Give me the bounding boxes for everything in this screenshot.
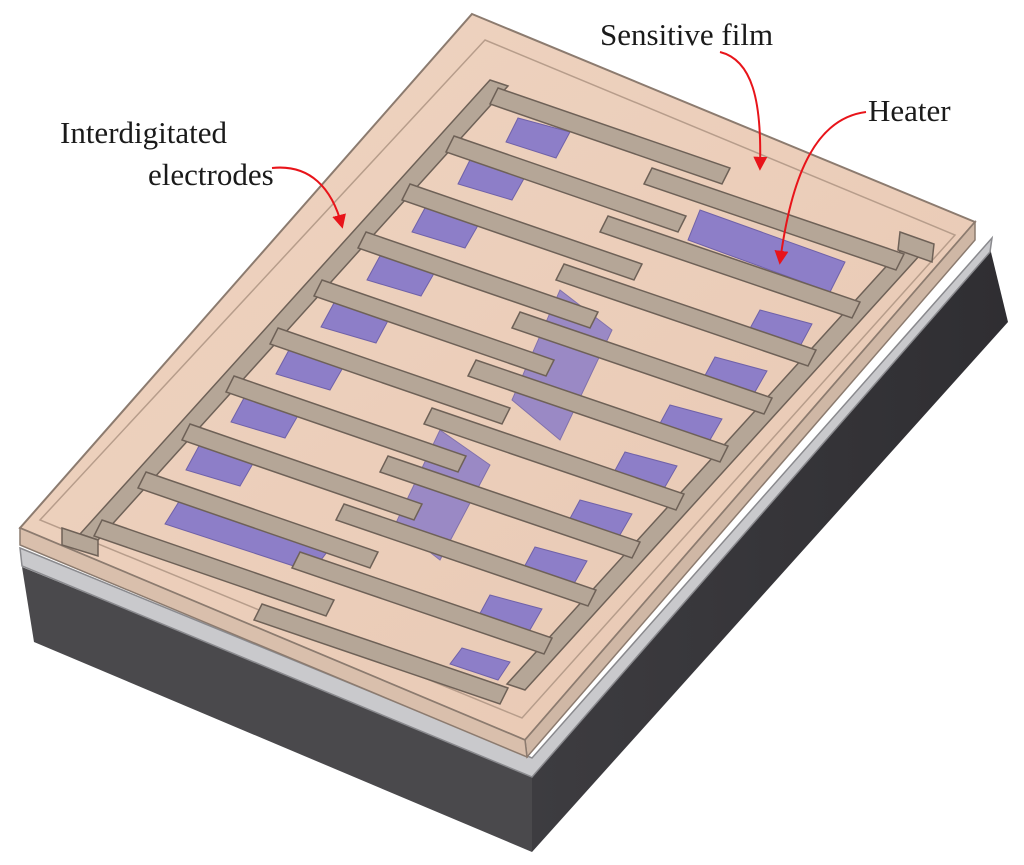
arrow-sensitive-film — [719, 51, 768, 171]
electrode-finger — [268, 327, 512, 425]
electrode-finger — [290, 551, 554, 655]
electrode-finger — [642, 167, 906, 271]
electrode-finger — [422, 407, 686, 511]
heater-patch — [394, 429, 491, 561]
substrate-silver-rim — [19, 235, 994, 778]
electrode-finger — [488, 87, 732, 185]
film-bevel-left — [19, 526, 528, 759]
electrode-finger — [92, 519, 336, 617]
electrode-finger — [312, 279, 556, 377]
callout-arrows — [271, 51, 867, 265]
electrode-finger — [136, 471, 380, 569]
electrode-finger — [400, 183, 644, 281]
electrode-pad-left — [61, 526, 99, 558]
electrode-finger — [252, 603, 510, 705]
arrow-heater — [774, 111, 867, 265]
label-interdigitated-electrodes: Interdigitated electrodes — [60, 112, 274, 196]
arrow-electrodes — [271, 166, 346, 229]
electrode-finger — [554, 263, 818, 367]
heater-patch — [505, 117, 571, 159]
label-heater: Heater — [868, 93, 951, 128]
substrate-front-face — [22, 567, 532, 852]
electrode-finger — [224, 375, 468, 473]
film-inner-edge — [38, 39, 957, 719]
electrode-finger — [510, 311, 774, 415]
electrode-finger — [598, 215, 862, 319]
electrode-finger — [466, 359, 730, 463]
electrode-finger — [334, 503, 598, 607]
label-electrodes-line2: electrodes — [148, 156, 274, 192]
electrode-finger — [356, 231, 600, 329]
electrode-finger — [180, 423, 424, 521]
label-electrodes-line1: Interdigitated — [60, 115, 227, 150]
electrode-finger — [378, 455, 642, 559]
interdigitated-electrodes — [61, 79, 935, 705]
label-sensitive-film: Sensitive film — [600, 17, 774, 52]
electrode-pad-right — [897, 230, 935, 264]
substrate — [19, 235, 1008, 852]
substrate-side-face — [532, 248, 1008, 852]
electrode-finger — [444, 135, 688, 233]
heater-patch — [449, 647, 511, 681]
